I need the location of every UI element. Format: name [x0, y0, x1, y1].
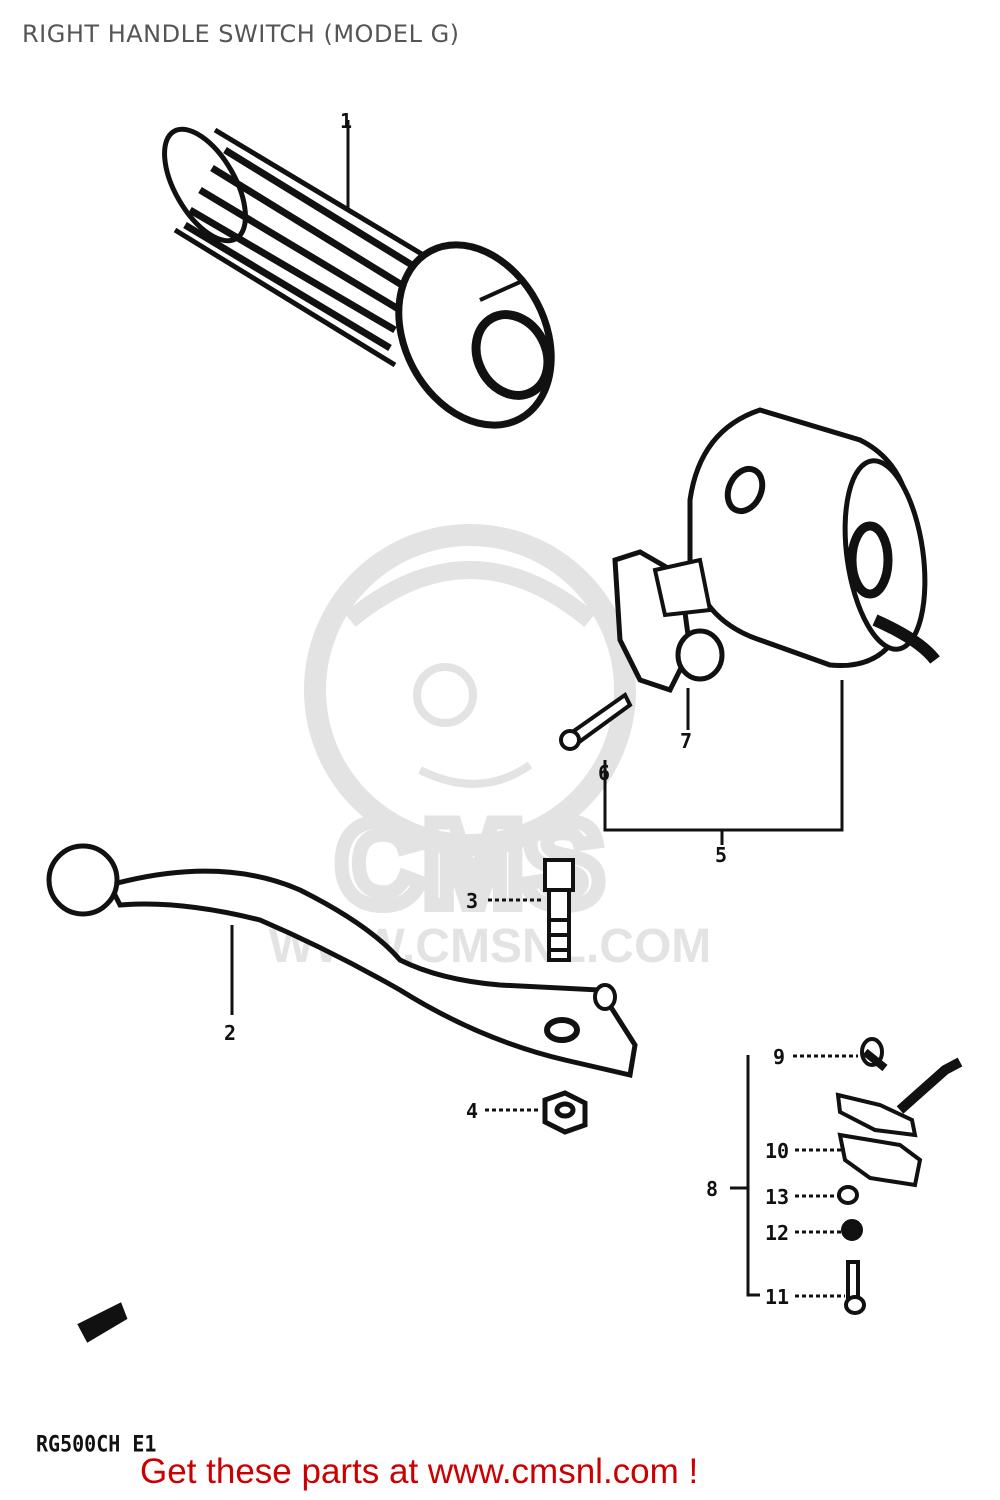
switch-assembly-part [835, 1037, 963, 1315]
callout-13: 13 [765, 1185, 789, 1209]
callout-8: 8 [706, 1177, 718, 1201]
watermark-mascot-cap [344, 561, 596, 627]
callout-10: 10 [765, 1139, 789, 1163]
callout-6: 6 [598, 761, 610, 785]
callout-2: 2 [224, 1021, 236, 1045]
brake-lever-part [46, 843, 638, 1079]
bracket-5 [603, 680, 844, 832]
bolt-part-3 [543, 858, 575, 962]
callout-7: 7 [680, 729, 692, 753]
cms-watermark [304, 524, 636, 856]
watermark-mascot-smile [418, 761, 533, 788]
watermark-mascot-eye [413, 663, 477, 727]
model-code-label: RG500CH E1 [36, 1430, 157, 1458]
page-title: RIGHT HANDLE SWITCH (MODEL G) [22, 20, 460, 48]
callout-3: 3 [466, 889, 478, 913]
detached-screw-part [77, 1302, 128, 1343]
throttle-grip-part [162, 126, 555, 429]
switch-housing-part [612, 407, 940, 694]
callout-12: 12 [765, 1221, 789, 1245]
callout-4: 4 [466, 1099, 478, 1123]
callout-5: 5 [715, 843, 727, 867]
callout-11: 11 [765, 1285, 789, 1309]
nut-part-4 [542, 1090, 588, 1135]
callout-1: 1 [340, 109, 352, 133]
bracket-8 [746, 1055, 760, 1297]
watermark-mascot-head [304, 524, 636, 856]
screw-part-6 [559, 692, 633, 751]
promo-link-text[interactable]: Get these parts at www.cmsnl.com ! [140, 1452, 699, 1491]
callout-9: 9 [773, 1045, 785, 1069]
